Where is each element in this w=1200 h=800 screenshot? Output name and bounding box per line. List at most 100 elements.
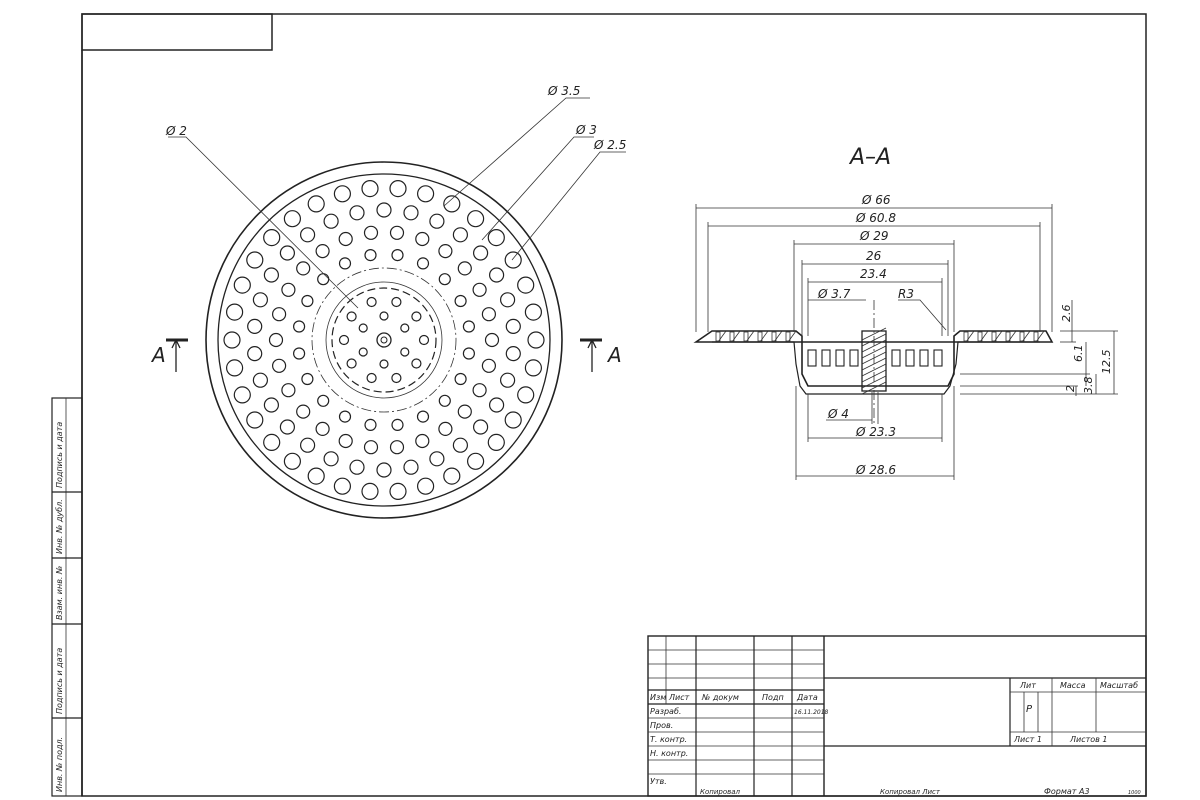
flange-slot bbox=[1033, 331, 1039, 342]
flange-slot bbox=[1019, 331, 1025, 342]
perforation-hole bbox=[246, 411, 264, 429]
perforation-hole bbox=[281, 383, 296, 398]
perforation-hole bbox=[416, 410, 430, 423]
perforation-hole bbox=[263, 267, 279, 283]
perforation-hole bbox=[457, 261, 472, 276]
perforation-hole bbox=[338, 410, 352, 423]
perforation-hole bbox=[524, 359, 543, 377]
tb-sheet: Лист 1 bbox=[1013, 735, 1042, 744]
perforation-hole bbox=[417, 477, 435, 495]
dim-r3: R3 bbox=[898, 287, 914, 301]
perforation-hole bbox=[443, 195, 461, 213]
perforation-hole bbox=[317, 273, 330, 286]
perforation-hole bbox=[252, 292, 268, 308]
perforation-hole bbox=[358, 347, 368, 357]
dim-d29: Ø 29 bbox=[859, 229, 889, 243]
tb-header-doc: № докум bbox=[701, 693, 739, 702]
perforation-hole bbox=[307, 467, 325, 485]
perforation-hole bbox=[416, 257, 430, 270]
flange-slot bbox=[771, 331, 777, 342]
perforation-hole bbox=[349, 205, 365, 221]
perforation-hole bbox=[293, 347, 306, 360]
perforation-hole bbox=[467, 452, 485, 470]
perforation-hole bbox=[272, 307, 287, 322]
perforation-hole bbox=[358, 323, 368, 333]
perforation-hole bbox=[296, 261, 311, 276]
perforation-hole bbox=[323, 213, 339, 229]
perforation-hole bbox=[338, 334, 350, 346]
basket-slot bbox=[821, 349, 831, 367]
perforation-hole bbox=[263, 433, 281, 451]
basket-slot bbox=[919, 349, 929, 367]
perforation-hole bbox=[415, 231, 430, 247]
dim-d28-6: Ø 28.6 bbox=[855, 463, 896, 477]
perforation-hole bbox=[517, 276, 535, 294]
perforation-hole bbox=[233, 276, 251, 294]
perforation-hole bbox=[524, 303, 543, 321]
perforation-hole bbox=[517, 386, 535, 404]
perforation-hole bbox=[389, 440, 405, 455]
perforation-hole bbox=[307, 195, 325, 213]
perforation-hole bbox=[333, 185, 351, 203]
perforation-hole bbox=[272, 358, 287, 373]
perforation-hole bbox=[473, 245, 489, 261]
perforation-hole bbox=[417, 185, 435, 203]
flange-slot bbox=[991, 331, 997, 342]
section-title: A–A bbox=[848, 145, 891, 170]
hatch-line bbox=[717, 330, 727, 343]
perforation-hole bbox=[389, 225, 405, 240]
tb-header-izm: Изм bbox=[650, 693, 666, 702]
hatch-line bbox=[861, 363, 887, 377]
flange-slot bbox=[757, 331, 763, 342]
perforation-hole bbox=[438, 244, 453, 259]
tb-copied: Копировал bbox=[700, 788, 741, 796]
perforation-hole bbox=[263, 229, 281, 247]
perforation-hole bbox=[361, 180, 379, 198]
perforation-hole bbox=[346, 358, 357, 369]
perforation-hole bbox=[391, 296, 402, 308]
perforation-hole bbox=[391, 372, 402, 384]
perforation-hole bbox=[296, 404, 311, 419]
drawing-frame bbox=[81, 13, 1147, 797]
perforation-hole bbox=[505, 318, 521, 334]
perforation-hole bbox=[366, 296, 377, 308]
dim-d2-5: Ø 2.5 bbox=[593, 138, 626, 152]
perforation-hole bbox=[376, 462, 392, 478]
perforation-hole bbox=[279, 245, 295, 261]
perforation-hole bbox=[429, 451, 445, 467]
dim-d23-3: Ø 23.3 bbox=[855, 425, 896, 439]
perforation-hole bbox=[389, 482, 407, 500]
tb-format: Формат А3 bbox=[1044, 787, 1090, 796]
dim-d3-7: Ø 3.7 bbox=[817, 287, 851, 301]
dim-3-8: 3.8 bbox=[1082, 377, 1095, 395]
perforation-hole bbox=[279, 419, 295, 435]
side-stamp-cell-3: Взам. инв. № bbox=[55, 566, 64, 620]
hatch-line bbox=[1021, 330, 1031, 343]
hatch-line bbox=[993, 330, 1003, 343]
section-mark-left: A bbox=[150, 338, 188, 372]
dim-d66: Ø 66 bbox=[861, 193, 891, 207]
perforation-hole bbox=[293, 320, 306, 333]
perforation-hole bbox=[473, 419, 489, 435]
perforation-hole bbox=[472, 282, 487, 297]
dim-23-4: 23.4 bbox=[860, 267, 887, 281]
hatch-line bbox=[861, 381, 887, 395]
perforation-hole bbox=[403, 459, 419, 475]
perforation-hole bbox=[226, 359, 244, 377]
perforation-hole bbox=[438, 421, 453, 436]
dim-26: 26 bbox=[866, 249, 882, 263]
dim-d3: Ø 3 bbox=[575, 123, 597, 137]
perforation-hole bbox=[300, 227, 316, 243]
tb-mass-header: Масса bbox=[1060, 681, 1086, 690]
perforation-hole bbox=[364, 418, 377, 431]
perforation-hole bbox=[443, 467, 461, 485]
side-stamp-cell-5: Инв. № подл. bbox=[55, 737, 64, 792]
perforation-hole bbox=[300, 437, 316, 453]
dim-2: 2 bbox=[1064, 385, 1077, 392]
perforation-hole bbox=[363, 440, 379, 455]
basket-slot bbox=[807, 349, 817, 367]
tb-scale-header: Масштаб bbox=[1100, 681, 1138, 690]
section-letter-left: A bbox=[150, 343, 166, 367]
dim-12-5: 12.5 bbox=[1100, 350, 1113, 375]
perforation-hole bbox=[500, 292, 516, 308]
